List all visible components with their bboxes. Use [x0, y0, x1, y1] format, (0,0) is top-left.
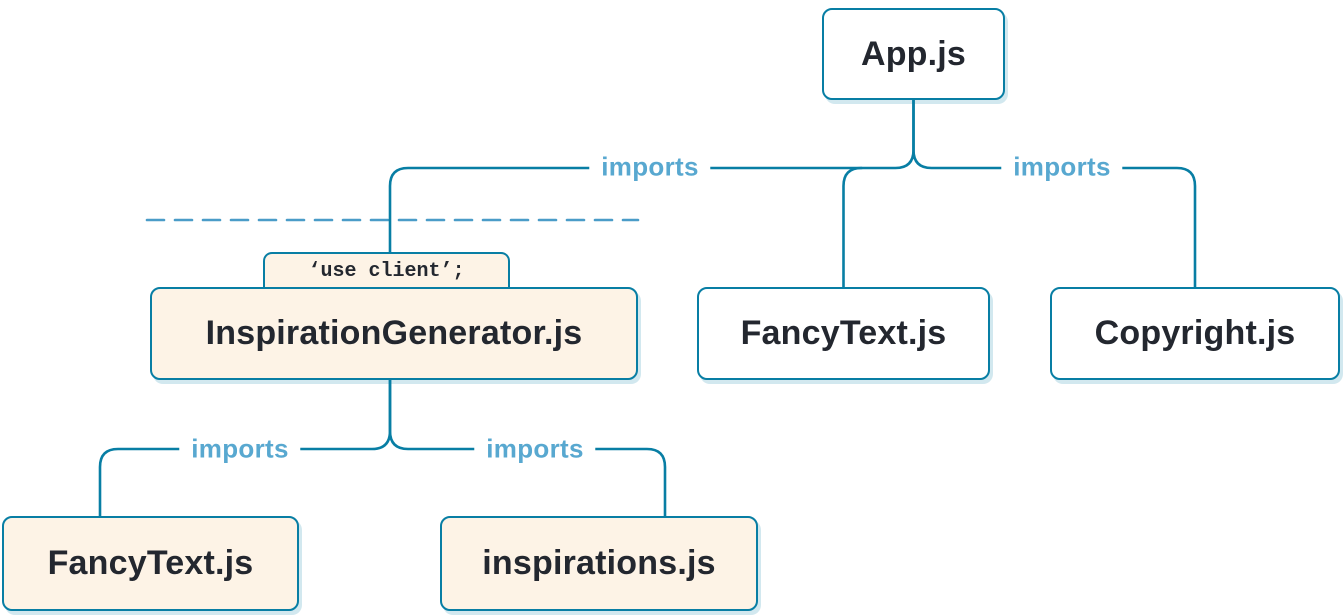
edge-app-to-copyright	[912, 98, 1197, 289]
node-inspirations-js: inspirations.js	[440, 516, 758, 611]
edge-label-imports: imports	[589, 151, 711, 183]
edge-label-imports: imports	[179, 433, 301, 465]
edge-app-to-fancy-text	[842, 166, 863, 289]
edge-label-imports: imports	[1001, 151, 1123, 183]
node-inspiration-generator-js: InspirationGenerator.js	[150, 287, 638, 380]
node-app-js: App.js	[822, 8, 1005, 100]
node-fancy-text-js-top: FancyText.js	[697, 287, 990, 380]
node-fancy-text-js-bottom: FancyText.js	[2, 516, 299, 611]
node-copyright-js: Copyright.js	[1050, 287, 1340, 380]
use-client-directive-badge: ‘use client’;	[263, 252, 510, 289]
edge-label-imports: imports	[474, 433, 596, 465]
